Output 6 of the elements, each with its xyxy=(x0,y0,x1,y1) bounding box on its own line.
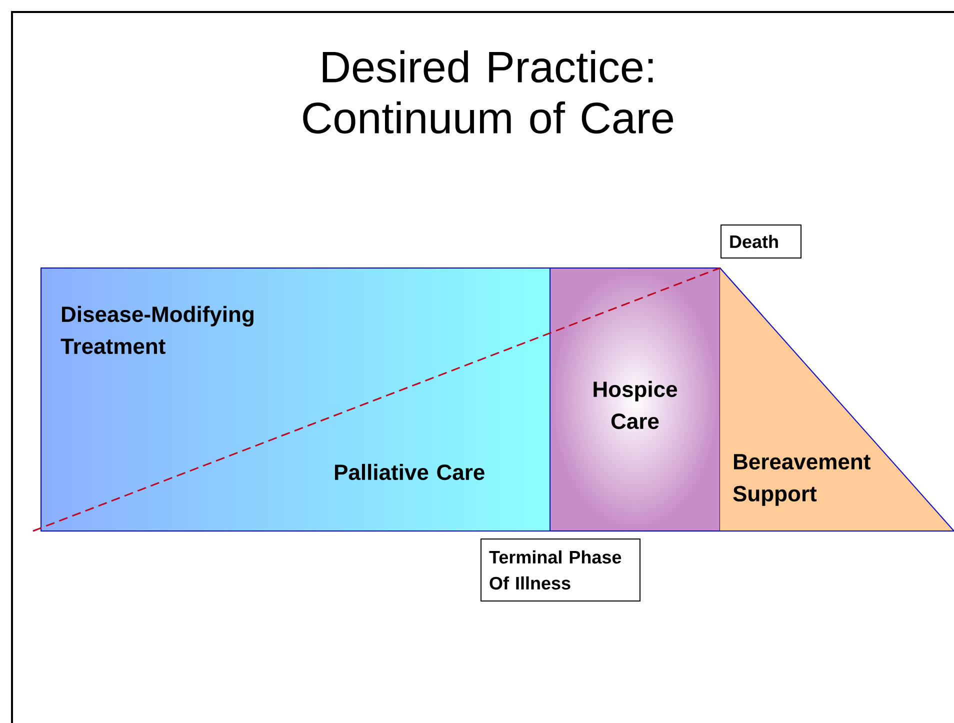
title: Desired Practice: Continuum of Care xyxy=(303,50,674,134)
hospice-band: Hospice Care xyxy=(550,267,720,532)
bereavement-triangle: Bereavement Support xyxy=(720,267,954,532)
label-box: Terminal Phase Of Illness xyxy=(480,538,640,602)
label-box: Death xyxy=(720,224,802,258)
treatment-band: Disease-Modifying Treatment Palliative Care xyxy=(40,267,550,532)
